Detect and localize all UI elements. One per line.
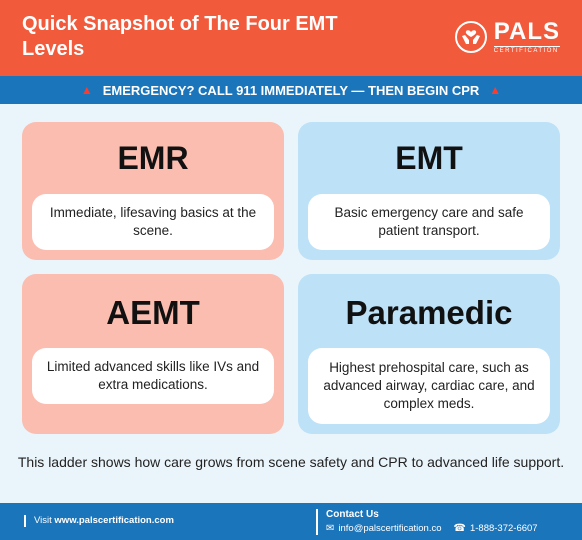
website-link[interactable]: www.palscertification.com — [54, 515, 174, 526]
siren-icon: ▲ — [489, 83, 502, 97]
level-title: AEMT — [106, 294, 200, 331]
email-link[interactable]: info@palscertification.co — [338, 523, 442, 534]
level-description: Limited advanced skills like IVs and ext… — [32, 348, 274, 404]
footer: Visit www.palscertification.com Contact … — [0, 503, 582, 540]
phone-link[interactable]: 1-888-372-6607 — [469, 523, 538, 534]
level-card-emr: EMR Immediate, lifesaving basics at the … — [22, 122, 284, 260]
email-icon: ✉ — [326, 523, 335, 534]
siren-icon: ▲ — [80, 83, 93, 97]
emergency-banner: ▲ EMERGENCY? CALL 911 IMMEDIATELY — THEN… — [0, 76, 582, 104]
contact-title: Contact Us — [326, 509, 379, 520]
footer-visit: Visit www.palscertification.com — [24, 515, 174, 527]
level-card-aemt: AEMT Limited advanced skills like IVs an… — [22, 274, 284, 434]
level-description: Basic emergency care and safe patient tr… — [308, 194, 550, 250]
pals-logo[interactable]: PALS CERTIFICATION — [454, 20, 560, 54]
level-card-paramedic: Paramedic Highest prehospital care, such… — [298, 274, 560, 434]
footer-contact: Contact Us ✉ info@palscertification.co ☎… — [316, 509, 538, 535]
header: Quick Snapshot of The Four EMT Levels PA… — [0, 0, 582, 76]
page-title: Quick Snapshot of The Four EMT Levels — [22, 13, 338, 60]
phone-icon: ☎ — [453, 523, 466, 534]
level-title: EMT — [395, 140, 463, 176]
logo-name: PALS — [493, 18, 560, 45]
visit-prefix: Visit — [34, 515, 52, 526]
logo-subtitle: CERTIFICATION — [493, 46, 560, 54]
level-description: Highest prehospital care, such as advanc… — [308, 348, 550, 424]
emergency-text: EMERGENCY? CALL 911 IMMEDIATELY — THEN B… — [102, 82, 480, 98]
level-title: Paramedic — [345, 294, 513, 331]
level-card-emt: EMT Basic emergency care and safe patien… — [298, 122, 560, 260]
level-title: EMR — [117, 140, 189, 176]
hands-heart-icon — [454, 21, 487, 53]
ladder-note: This ladder shows how care grows from sc… — [17, 454, 565, 470]
level-description: Immediate, lifesaving basics at the scen… — [32, 194, 274, 250]
